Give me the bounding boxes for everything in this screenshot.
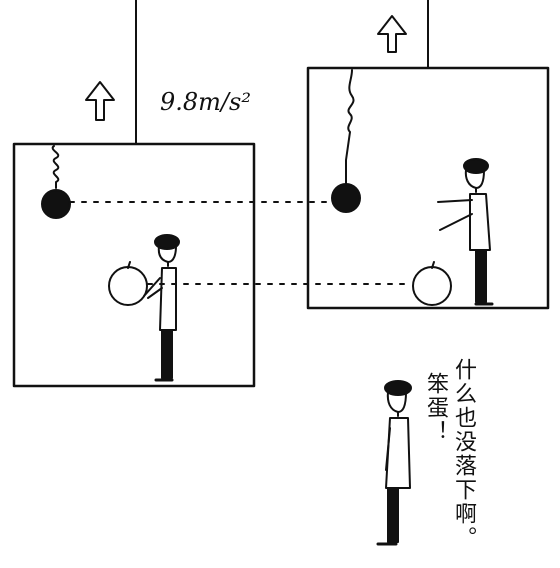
caption-left: 笨蛋！ bbox=[423, 372, 448, 444]
person-right bbox=[437, 158, 494, 306]
hanging-ball bbox=[41, 189, 71, 219]
up-arrow-icon bbox=[377, 15, 407, 53]
left-elevator-box bbox=[12, 142, 256, 388]
spring-stretched bbox=[345, 69, 355, 185]
left-elevator bbox=[12, 0, 256, 388]
person-observer bbox=[376, 380, 412, 546]
up-arrow-icon bbox=[85, 81, 115, 121]
right-elevator-box bbox=[306, 66, 550, 310]
floating-ball bbox=[331, 183, 361, 213]
person-left bbox=[143, 234, 180, 382]
apple-on-floor bbox=[412, 261, 452, 306]
acceleration-label: 9.8m/s² bbox=[160, 88, 251, 116]
right-elevator bbox=[306, 0, 550, 310]
caption-right: 什么也没落下啊。 bbox=[451, 358, 476, 550]
apple bbox=[108, 261, 148, 306]
spring bbox=[51, 145, 60, 189]
